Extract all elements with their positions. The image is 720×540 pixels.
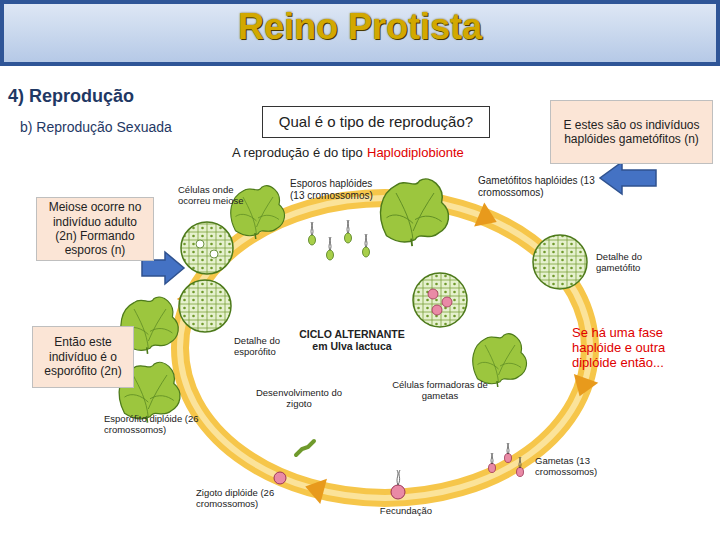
gamete: [489, 453, 496, 473]
diagram-label: Fecundação: [370, 506, 442, 517]
box-text: E estes são os indivíduos haplóides game…: [555, 118, 708, 147]
cell-detail: [413, 273, 467, 327]
diagram-label: Zigoto diplóide (26 cromossomos): [196, 488, 296, 510]
zygote: [274, 472, 286, 484]
spore: [363, 234, 370, 257]
cell-detail: [533, 235, 587, 289]
diagram-label: Esporos haplóides (13 cromossomos): [290, 178, 385, 201]
slide-title: Reino Protista: [0, 6, 720, 48]
pointer-arrow: [600, 162, 656, 194]
cycle-arrowhead: [567, 374, 598, 401]
gamete: [517, 457, 524, 477]
diagram-label: CICLO ALTERNANTE em Ulva lactuca: [296, 328, 408, 352]
flagella: [397, 470, 400, 485]
meiosis-cell: [210, 250, 218, 258]
note-box: Meiose ocorre no indivíduo adulto (2n) F…: [36, 197, 154, 261]
note-box: Então este indivíduo é o esporófito (2n): [32, 326, 134, 388]
box-text: Qual é o tipo de reprodução?: [279, 113, 473, 131]
cycle-ring-highlight: [180, 198, 590, 498]
diagram-label: Desenvolvimento do zigoto: [254, 388, 344, 410]
cycle-arrowhead: [474, 203, 502, 234]
meiosis-cell: [196, 240, 204, 248]
gamete-cell: [432, 305, 442, 315]
diagram-label: Detalhe do esporófito: [234, 336, 296, 358]
diagram-label: Haplodiplobionte: [367, 146, 464, 161]
gamete-cell: [428, 289, 438, 299]
ulva-thallus: [231, 186, 285, 239]
diagram-label: Gametófitos haplóides (13 cromossomos): [478, 175, 628, 198]
cycle-ring: [180, 198, 590, 498]
diagram-label: Detalhe do gametófito: [596, 252, 658, 274]
cell-detail: [181, 222, 233, 274]
box-text: Meiose ocorre no indivíduo adulto (2n) F…: [41, 200, 149, 258]
diagram-label: Células onde ocorreu meiose: [178, 185, 252, 207]
diagram-label: Esporófito diplóide (26 cromossomos): [104, 414, 216, 436]
diagram-label: Gametas (13 cromossomos): [535, 456, 623, 478]
gamete: [505, 443, 512, 463]
spore: [327, 237, 334, 260]
cycle-arrowhead: [302, 474, 327, 504]
diagram-label: Se há uma fase haplóide e outra diplóide…: [572, 326, 712, 371]
diagram-label: b) Reprodução Sexuada: [20, 119, 172, 135]
young-sporophyte: [296, 441, 314, 455]
spore: [345, 220, 352, 243]
spore: [309, 222, 316, 245]
zygote: [391, 485, 405, 499]
ulva-thallus: [380, 179, 448, 246]
box-text: Então este indivíduo é o esporófito (2n): [37, 335, 129, 378]
gamete-cell: [442, 297, 452, 307]
note-box: E estes são os indivíduos haplóides game…: [550, 100, 713, 164]
diagram-label: A reprodução é do tipo: [232, 146, 363, 161]
diagram-label: 4) Reprodução: [8, 86, 134, 107]
cell-detail: [179, 280, 231, 332]
diagram-label: Células formadoras de gametas: [388, 380, 492, 402]
note-box: Qual é o tipo de reprodução?: [262, 106, 490, 138]
